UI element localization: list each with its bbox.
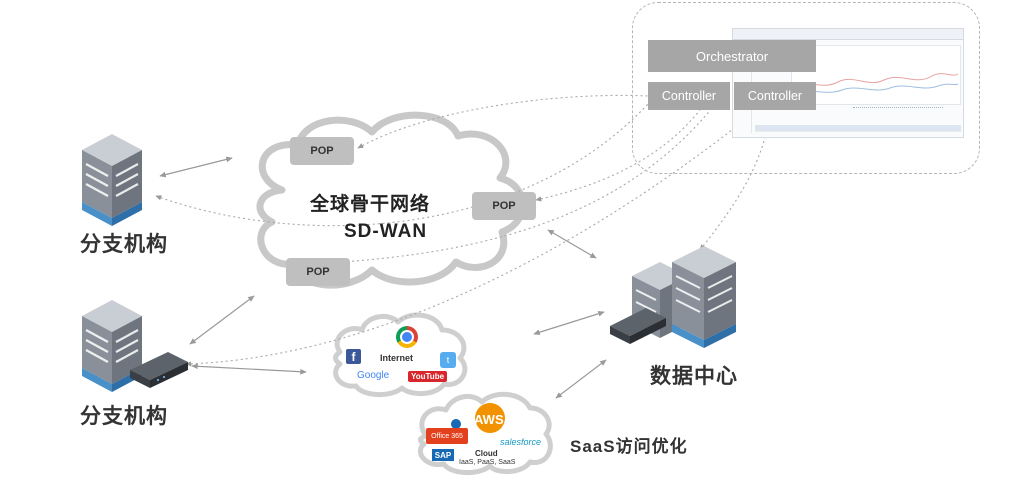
- controller-box-2: Controller: [734, 82, 816, 110]
- ctrl-line-branch1: [155, 103, 649, 227]
- sap-logo: SAP: [432, 449, 454, 461]
- dashboard-chart-lines: [793, 73, 959, 93]
- ctrl-line-pop3: [341, 107, 713, 265]
- pop-node-3: POP: [286, 258, 350, 286]
- link-backbone-dc: [547, 229, 597, 259]
- saas-cloud-label: Cloud: [475, 449, 498, 458]
- link-internet-dc: [533, 310, 605, 336]
- backbone-subtitle: SD-WAN: [344, 221, 428, 242]
- management-plane-frame: [632, 2, 980, 174]
- datacenter-building-icon: [610, 246, 736, 348]
- controller-box-1: Controller: [648, 82, 730, 110]
- branch-edge-device-icon: [130, 352, 188, 388]
- branch-bottom-label: 分支机构: [80, 405, 168, 428]
- youtube-logo: YouTube: [408, 371, 448, 382]
- google-logo: Google: [357, 370, 390, 381]
- internet-label: Internet: [380, 353, 414, 363]
- dashboard-titlebar: [733, 29, 963, 40]
- ctrl-line-branch2: [185, 107, 761, 367]
- branch-bottom-building-icon: [82, 300, 142, 392]
- saas-caption: SaaS访问优化: [570, 437, 688, 456]
- ctrl-line-pop1: [357, 94, 649, 149]
- link-branch1-backbone: [159, 156, 233, 178]
- branch-top-building-icon: [82, 134, 142, 226]
- aws-blob: [475, 403, 505, 433]
- pop-node-2: POP: [472, 192, 536, 220]
- ctrl-line-pop2: [535, 109, 701, 202]
- dashboard-legend: [853, 107, 943, 112]
- salesforce-logo: salesforce: [500, 437, 542, 447]
- datacenter-label: 数据中心: [650, 365, 738, 388]
- saas-dot-icon: [451, 419, 461, 429]
- facebook-icon: f: [346, 349, 361, 364]
- branch-top-label: 分支机构: [80, 233, 168, 256]
- aws-logo: AWS: [474, 412, 504, 427]
- saas-services-label: IaaS, PaaS, SaaS: [459, 459, 516, 466]
- backbone-title: 全球骨干网络: [310, 194, 431, 215]
- link-branch2-internet: [191, 363, 307, 375]
- chrome-icon: [396, 326, 418, 348]
- dashboard-table: [755, 125, 961, 137]
- dashboard-chart: [791, 45, 961, 105]
- office365-logo: Office 365: [426, 428, 468, 444]
- pop-node-1: POP: [290, 137, 354, 165]
- twitter-icon: t: [440, 352, 456, 368]
- link-branch2-backbone: [189, 295, 255, 345]
- link-saas-dc: [555, 359, 607, 399]
- orchestrator-box: Orchestrator: [648, 40, 816, 72]
